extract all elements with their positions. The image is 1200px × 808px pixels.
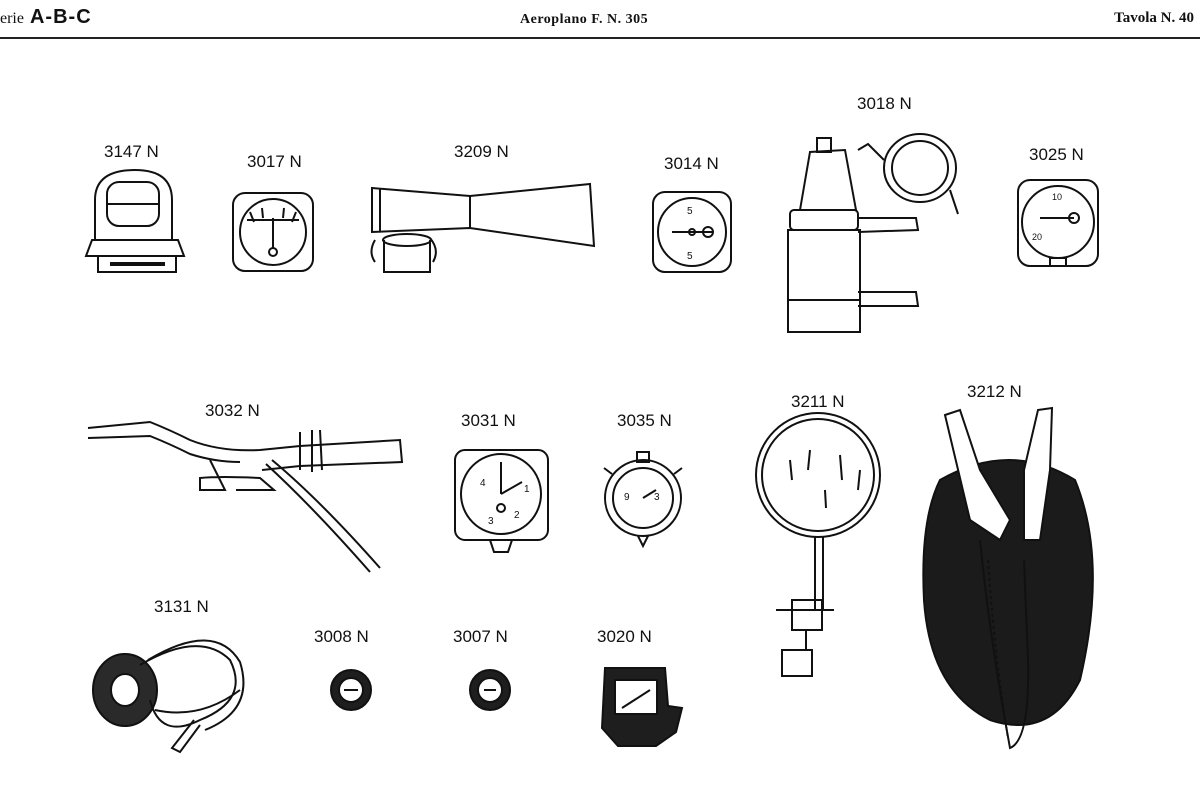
dial-3008-illustration [330,669,372,711]
stopwatch-3035-illustration: 9 3 [603,451,683,549]
label-3018: 3018 N [857,94,912,113]
venturi-3209-illustration [370,182,596,273]
label-3035: 3035 N [617,411,672,430]
mirror-3211-illustration [755,412,881,677]
cable-device-3131-illustration [92,639,245,754]
goggles-bag-3212-illustration [922,406,1094,750]
series-prefix: erie [0,10,24,27]
header-rule [0,37,1200,39]
page-header: erie A-B-C Aeroplano F. N. 305 Tavola N. … [0,0,1200,40]
label-3147: 3147 N [104,142,159,161]
svg-text:3: 3 [488,516,494,527]
label-3017: 3017 N [247,152,302,171]
series-name: A-B-C [29,6,92,28]
svg-text:10: 10 [1052,192,1062,202]
instrument-3147-illustration [84,168,186,273]
instrument-3020-illustration [600,667,684,747]
label-3014: 3014 N [664,154,719,173]
plate-number: Tavola N. 40 [1114,10,1194,26]
label-3020: 3020 N [597,627,652,646]
svg-text:5: 5 [687,206,693,217]
label-3008: 3008 N [314,627,369,646]
series-label: erie A-B-C [0,6,92,29]
label-3031: 3031 N [461,411,516,430]
dial-3007-illustration [469,669,511,711]
label-3025: 3025 N [1029,145,1084,164]
label-3209: 3209 N [454,142,509,161]
label-3131: 3131 N [154,597,209,616]
svg-text:5: 5 [687,251,693,262]
gauge-3025-illustration: 10 20 [1017,179,1099,267]
svg-text:2: 2 [514,510,520,521]
gauge-3014-illustration: 5 5 [652,191,732,273]
label-3212: 3212 N [967,382,1022,401]
label-3007: 3007 N [453,627,508,646]
gauge-3017-illustration [232,192,314,272]
svg-text:20: 20 [1032,232,1042,242]
label-3032: 3032 N [205,401,260,420]
svg-text:1: 1 [524,484,530,495]
cylinder-3018-illustration [787,133,959,333]
lever-3032-illustration [87,420,404,573]
svg-text:3: 3 [654,492,660,503]
svg-text:9: 9 [624,492,630,503]
page-title: Aeroplano F. N. 305 [520,12,649,27]
gauge-3031-illustration: 4 1 3 2 [454,449,549,553]
svg-text:4: 4 [480,478,486,489]
label-3211: 3211 N [791,392,845,411]
